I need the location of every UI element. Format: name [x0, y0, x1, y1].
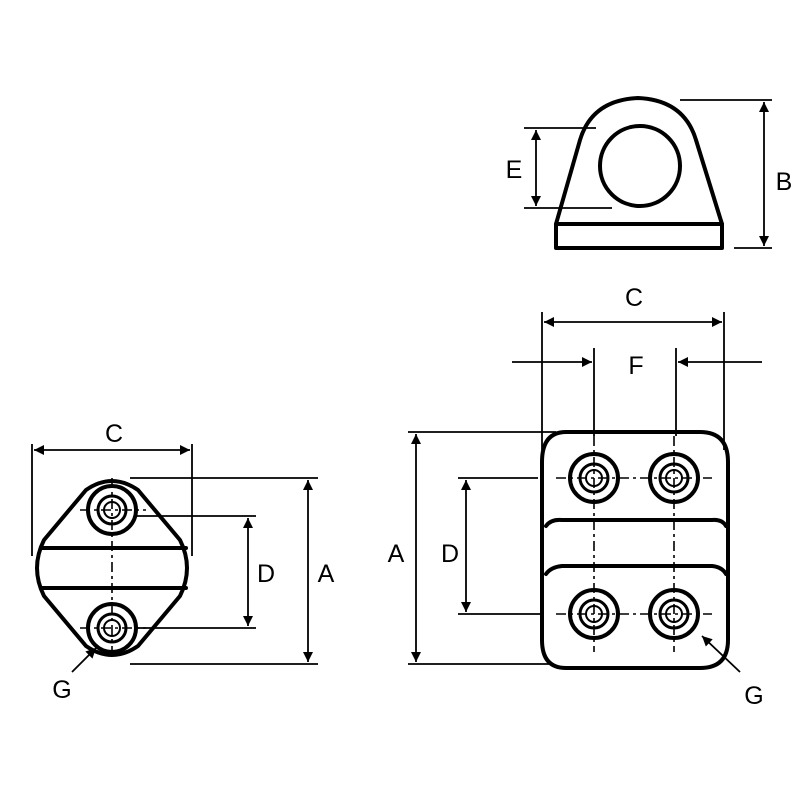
dim-g-left-leader	[71, 647, 97, 673]
side-view-base-plate	[554, 222, 724, 250]
right-plan-lower-ridge	[544, 564, 728, 576]
side-view-eye-hole	[598, 124, 682, 208]
dim-g-left-label: G	[52, 676, 71, 704]
dim-a-right-label: A	[388, 540, 405, 568]
dim-a-left-label: A	[318, 560, 335, 588]
dim-b-label: B	[776, 168, 793, 196]
dim-d-left-label: D	[257, 560, 275, 588]
right-plan-upper-ridge	[544, 517, 728, 528]
dim-d-right-label: D	[441, 540, 459, 568]
dim-g-right-label: G	[744, 682, 763, 710]
right-plan-outline	[540, 430, 730, 670]
dim-e-label: E	[506, 156, 523, 184]
dim-g-right-leader	[701, 635, 741, 673]
left-plan-diamond-outline	[35, 479, 189, 657]
dim-f-label: F	[628, 352, 643, 380]
side-view: E B	[506, 96, 793, 250]
right-plan-view: C F A D G	[388, 284, 764, 710]
side-view-eye-outline	[554, 96, 724, 226]
dim-c-right-label: C	[625, 284, 643, 312]
left-plan-view: C D A G	[31, 420, 335, 704]
dim-c-left-label: C	[105, 420, 123, 448]
